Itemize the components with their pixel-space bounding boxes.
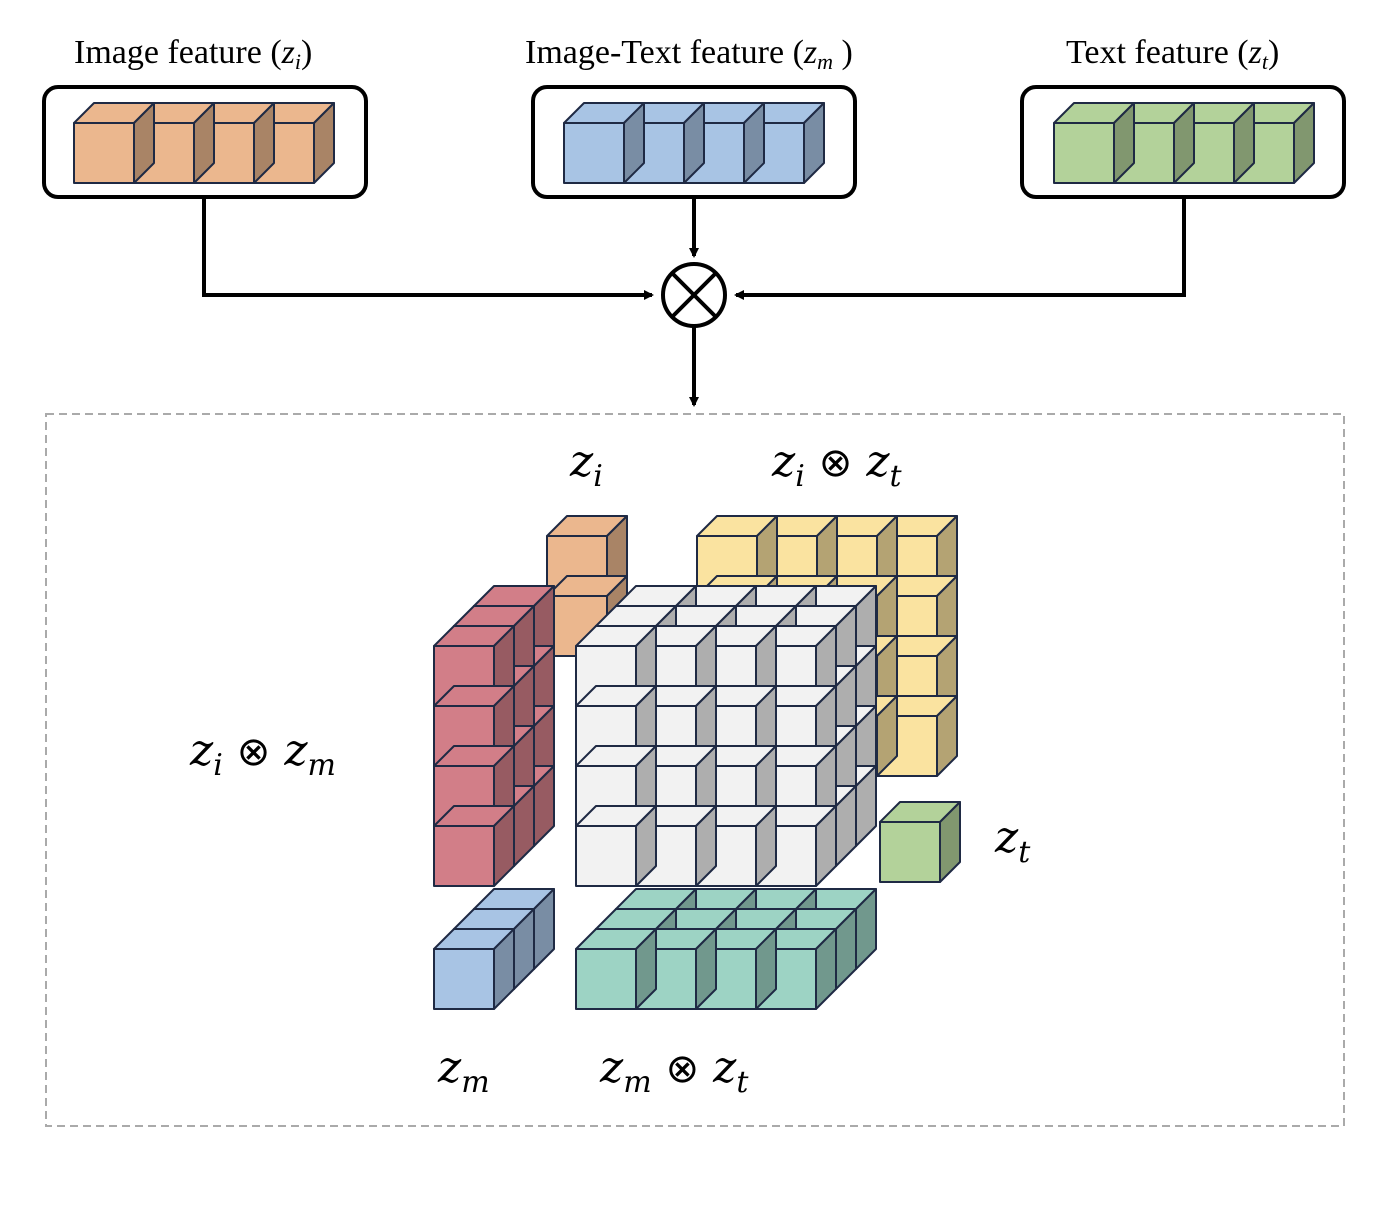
text-feature-label: Text feature (zt)	[1066, 34, 1280, 74]
zi-zm-cell-front	[433, 825, 495, 887]
tensor-fusion-frame	[45, 413, 1345, 1127]
zm-zt-cell-front	[575, 948, 637, 1010]
text-feature-vector	[1053, 102, 1315, 184]
image-text-feature-vector	[563, 102, 825, 184]
image-feature-vector	[73, 102, 335, 184]
zm-otimes-zt-label: zm ⊗ zt	[600, 1042, 749, 1100]
image-feature-label: Image feature (zi)	[74, 34, 313, 74]
text-feature-cell-front	[1053, 122, 1115, 184]
zm-cell-front	[433, 948, 495, 1010]
image-text-feature-cell-front	[563, 122, 625, 184]
zi-otimes-zm-plane	[433, 585, 555, 887]
zm-otimes-zt-plane	[575, 888, 877, 1010]
outer-product-operator	[661, 262, 727, 328]
zi-zm-zt-tensor-cube	[575, 585, 877, 887]
zt-cell-front	[879, 821, 941, 883]
zt-cube	[879, 801, 961, 883]
image-feature-cell-front	[73, 122, 135, 184]
text-connector-line	[734, 197, 1186, 300]
main-cell-front	[575, 825, 637, 887]
zt-label: zt	[995, 812, 1031, 870]
zm-cubes	[433, 888, 555, 1010]
zi-label: zi	[570, 436, 603, 494]
image-connector-line	[202, 197, 654, 300]
zm-label: zm	[438, 1042, 490, 1100]
zi-otimes-zt-label: zi ⊗ zt	[772, 436, 902, 494]
image-text-feature-label: Image-Text feature (zm )	[525, 34, 853, 74]
zi-otimes-zm-label: zi ⊗ zm	[190, 725, 336, 783]
